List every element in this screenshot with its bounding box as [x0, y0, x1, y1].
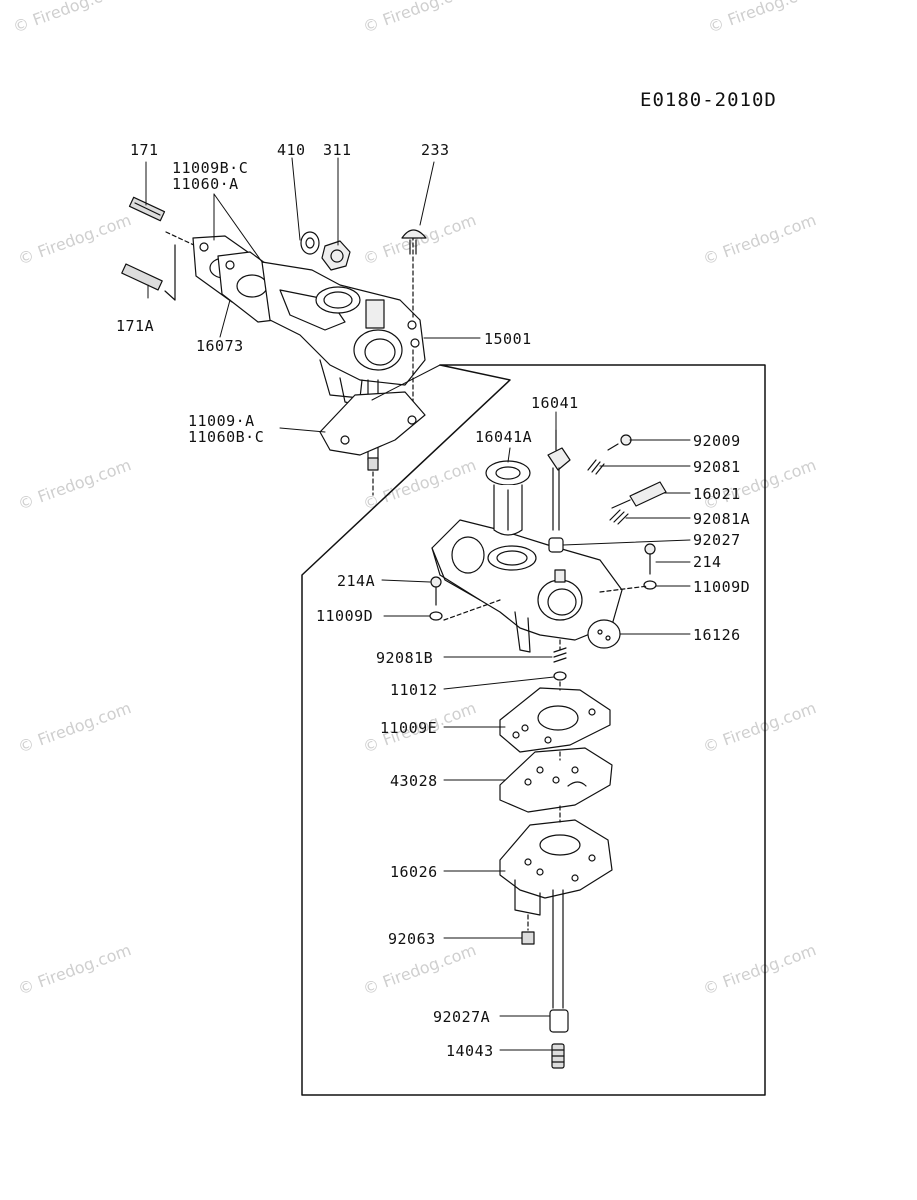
callout-214a[interactable]: 214A [337, 572, 376, 590]
callout-11009bc[interactable]: 11009B·C [172, 159, 249, 177]
callout-171a[interactable]: 171A [116, 317, 155, 335]
washer-11009d-left [429, 611, 443, 621]
callout-233[interactable]: 233 [421, 141, 450, 159]
leader-lines [145, 157, 691, 1051]
screw-16021 [611, 481, 667, 509]
callout-16073[interactable]: 16073 [196, 337, 244, 355]
spring-92081b [553, 647, 567, 663]
callout-11009a[interactable]: 11009·A [188, 412, 255, 430]
throttle-shaft-16041 [547, 447, 571, 553]
callout-14043[interactable]: 14043 [446, 1042, 494, 1060]
stud-bolt-171a [121, 263, 163, 291]
callout-92009[interactable]: 92009 [693, 432, 741, 450]
callout-16021[interactable]: 16021 [693, 485, 741, 503]
callout-11060a[interactable]: 11060·A [172, 175, 239, 193]
callout-92081a[interactable]: 92081A [693, 510, 751, 528]
air-horn-16041a [485, 460, 531, 536]
callout-16126[interactable]: 16126 [693, 626, 741, 644]
pump-body-16026 [499, 819, 613, 1009]
callout-92027a[interactable]: 92027A [433, 1008, 491, 1026]
stud-bolt-171 [128, 196, 166, 222]
callout-11009e[interactable]: 11009E [380, 719, 438, 737]
callout-92081[interactable]: 92081 [693, 458, 741, 476]
o-ring-11012 [553, 671, 567, 681]
diaphragm-43028 [499, 747, 613, 813]
callout-92027[interactable]: 92027 [693, 531, 741, 549]
carburetor-body [431, 519, 623, 653]
callout-410[interactable]: 410 [277, 141, 306, 159]
diagram-code: E0180-2010D [640, 89, 777, 111]
washer-410 [300, 231, 320, 255]
washer-11009d-right [643, 580, 657, 590]
gasket-11009e [499, 687, 611, 753]
callout-16041[interactable]: 16041 [531, 394, 579, 412]
callout-16026[interactable]: 16026 [390, 863, 438, 881]
callout-43028[interactable]: 43028 [390, 772, 438, 790]
plate-16126 [587, 619, 621, 649]
screw-233 [401, 229, 427, 255]
callout-11009d-right[interactable]: 11009D [693, 578, 751, 596]
screw-92009 [607, 434, 632, 451]
callout-11060bc[interactable]: 11060B·C [188, 428, 265, 446]
callout-11012[interactable]: 11012 [390, 681, 438, 699]
callout-311[interactable]: 311 [323, 141, 352, 159]
callout-92063[interactable]: 92063 [388, 930, 436, 948]
callout-171[interactable]: 171 [130, 141, 159, 159]
gasket-11060bc [319, 391, 426, 456]
callout-92081b[interactable]: 92081B [376, 649, 434, 667]
callout-15001[interactable]: 15001 [484, 330, 532, 348]
screw-214 [644, 543, 656, 575]
plug-92063 [521, 931, 535, 945]
spring-92081 [587, 459, 605, 475]
screw-214a [430, 576, 442, 606]
callout-11009d-left[interactable]: 11009D [316, 607, 374, 625]
spring-92081a [609, 509, 629, 525]
callout-214[interactable]: 214 [693, 553, 722, 571]
carburetor-body-15001 [261, 261, 426, 471]
spring-14043 [551, 1043, 565, 1069]
callout-16041a[interactable]: 16041A [475, 428, 533, 446]
collar-92027a [549, 1009, 569, 1033]
nut-311 [321, 240, 351, 271]
